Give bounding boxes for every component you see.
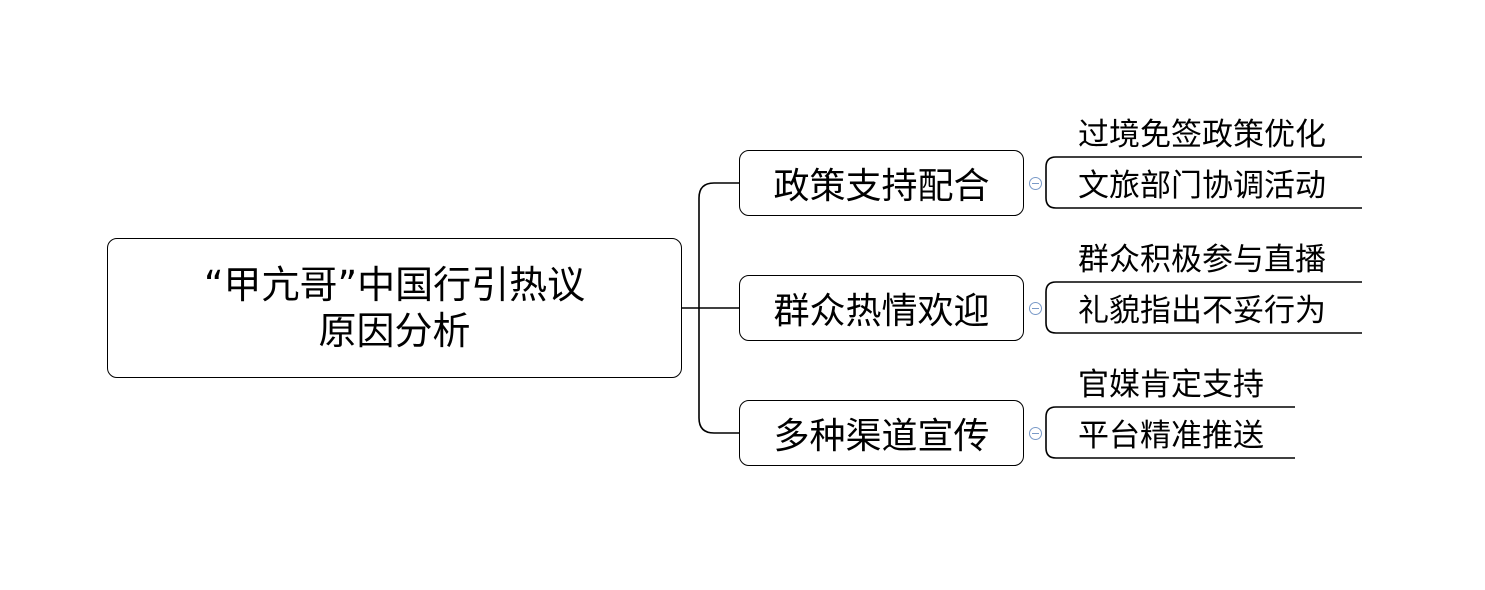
leaf-item[interactable]: 文旅部门协调活动 (1046, 164, 1326, 208)
leaf-label: 平台精准推送 (1078, 418, 1264, 454)
leaf-item[interactable]: 官媒肯定支持 (1046, 363, 1264, 407)
leaf-bracket-3 (1045, 406, 1295, 459)
collapse-icon[interactable] (1029, 177, 1042, 190)
branch-node-public[interactable]: 群众热情欢迎 (739, 275, 1024, 341)
leaf-label: 文旅部门协调活动 (1078, 168, 1326, 204)
leaf-item[interactable]: 平台精准推送 (1046, 414, 1264, 458)
branch-label: 政策支持配合 (773, 166, 990, 207)
leaf-label: 群众积极参与直播 (1078, 242, 1326, 278)
branch-node-channels[interactable]: 多种渠道宣传 (739, 400, 1024, 466)
leaf-label: 官媒肯定支持 (1078, 367, 1264, 403)
leaf-label: 礼貌指出不妥行为 (1078, 293, 1326, 329)
leaf-item[interactable]: 过境免签政策优化 (1046, 113, 1326, 157)
leaf-bracket-1 (1045, 156, 1362, 209)
root-node[interactable]: “甲亢哥”中国行引热议 原因分析 (107, 238, 682, 378)
leaf-label: 过境免签政策优化 (1078, 117, 1326, 153)
branch-label: 群众热情欢迎 (773, 291, 990, 332)
leaf-item[interactable]: 群众积极参与直播 (1046, 238, 1326, 282)
branch-node-policy[interactable]: 政策支持配合 (739, 150, 1024, 216)
branch-label: 多种渠道宣传 (773, 416, 990, 457)
collapse-icon[interactable] (1029, 427, 1042, 440)
root-title-line1: “甲亢哥”中国行引热议 (203, 263, 586, 307)
root-title-line2: 原因分析 (318, 309, 471, 353)
leaf-bracket-2 (1045, 281, 1362, 334)
leaf-item[interactable]: 礼貌指出不妥行为 (1046, 289, 1326, 333)
collapse-icon[interactable] (1029, 302, 1042, 315)
